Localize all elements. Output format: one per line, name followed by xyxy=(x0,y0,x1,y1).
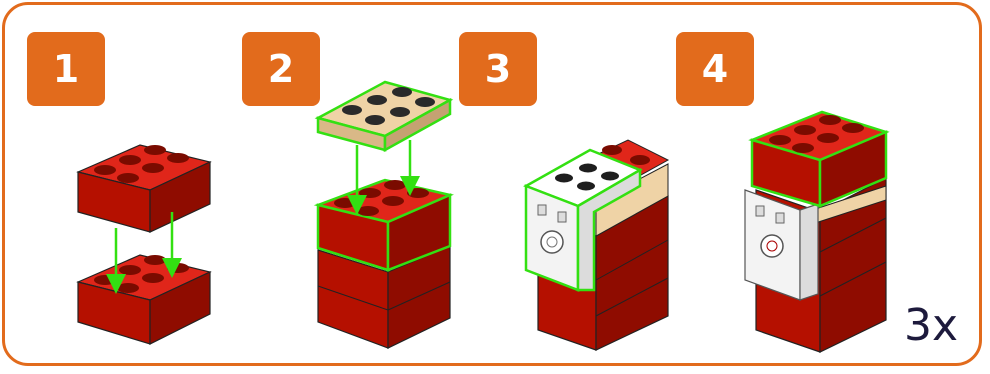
step-4-illustration xyxy=(745,112,886,352)
step-1-illustration xyxy=(78,145,210,344)
repeat-count-label: 3x xyxy=(904,300,958,351)
tan-2x3-plate xyxy=(318,82,450,150)
step-3-illustration xyxy=(526,140,668,350)
red-2x4-brick-lower xyxy=(78,255,210,344)
step-2-illustration xyxy=(318,82,450,348)
white-bracket-4 xyxy=(745,190,818,300)
red-2x4-brick-upper xyxy=(78,145,210,232)
